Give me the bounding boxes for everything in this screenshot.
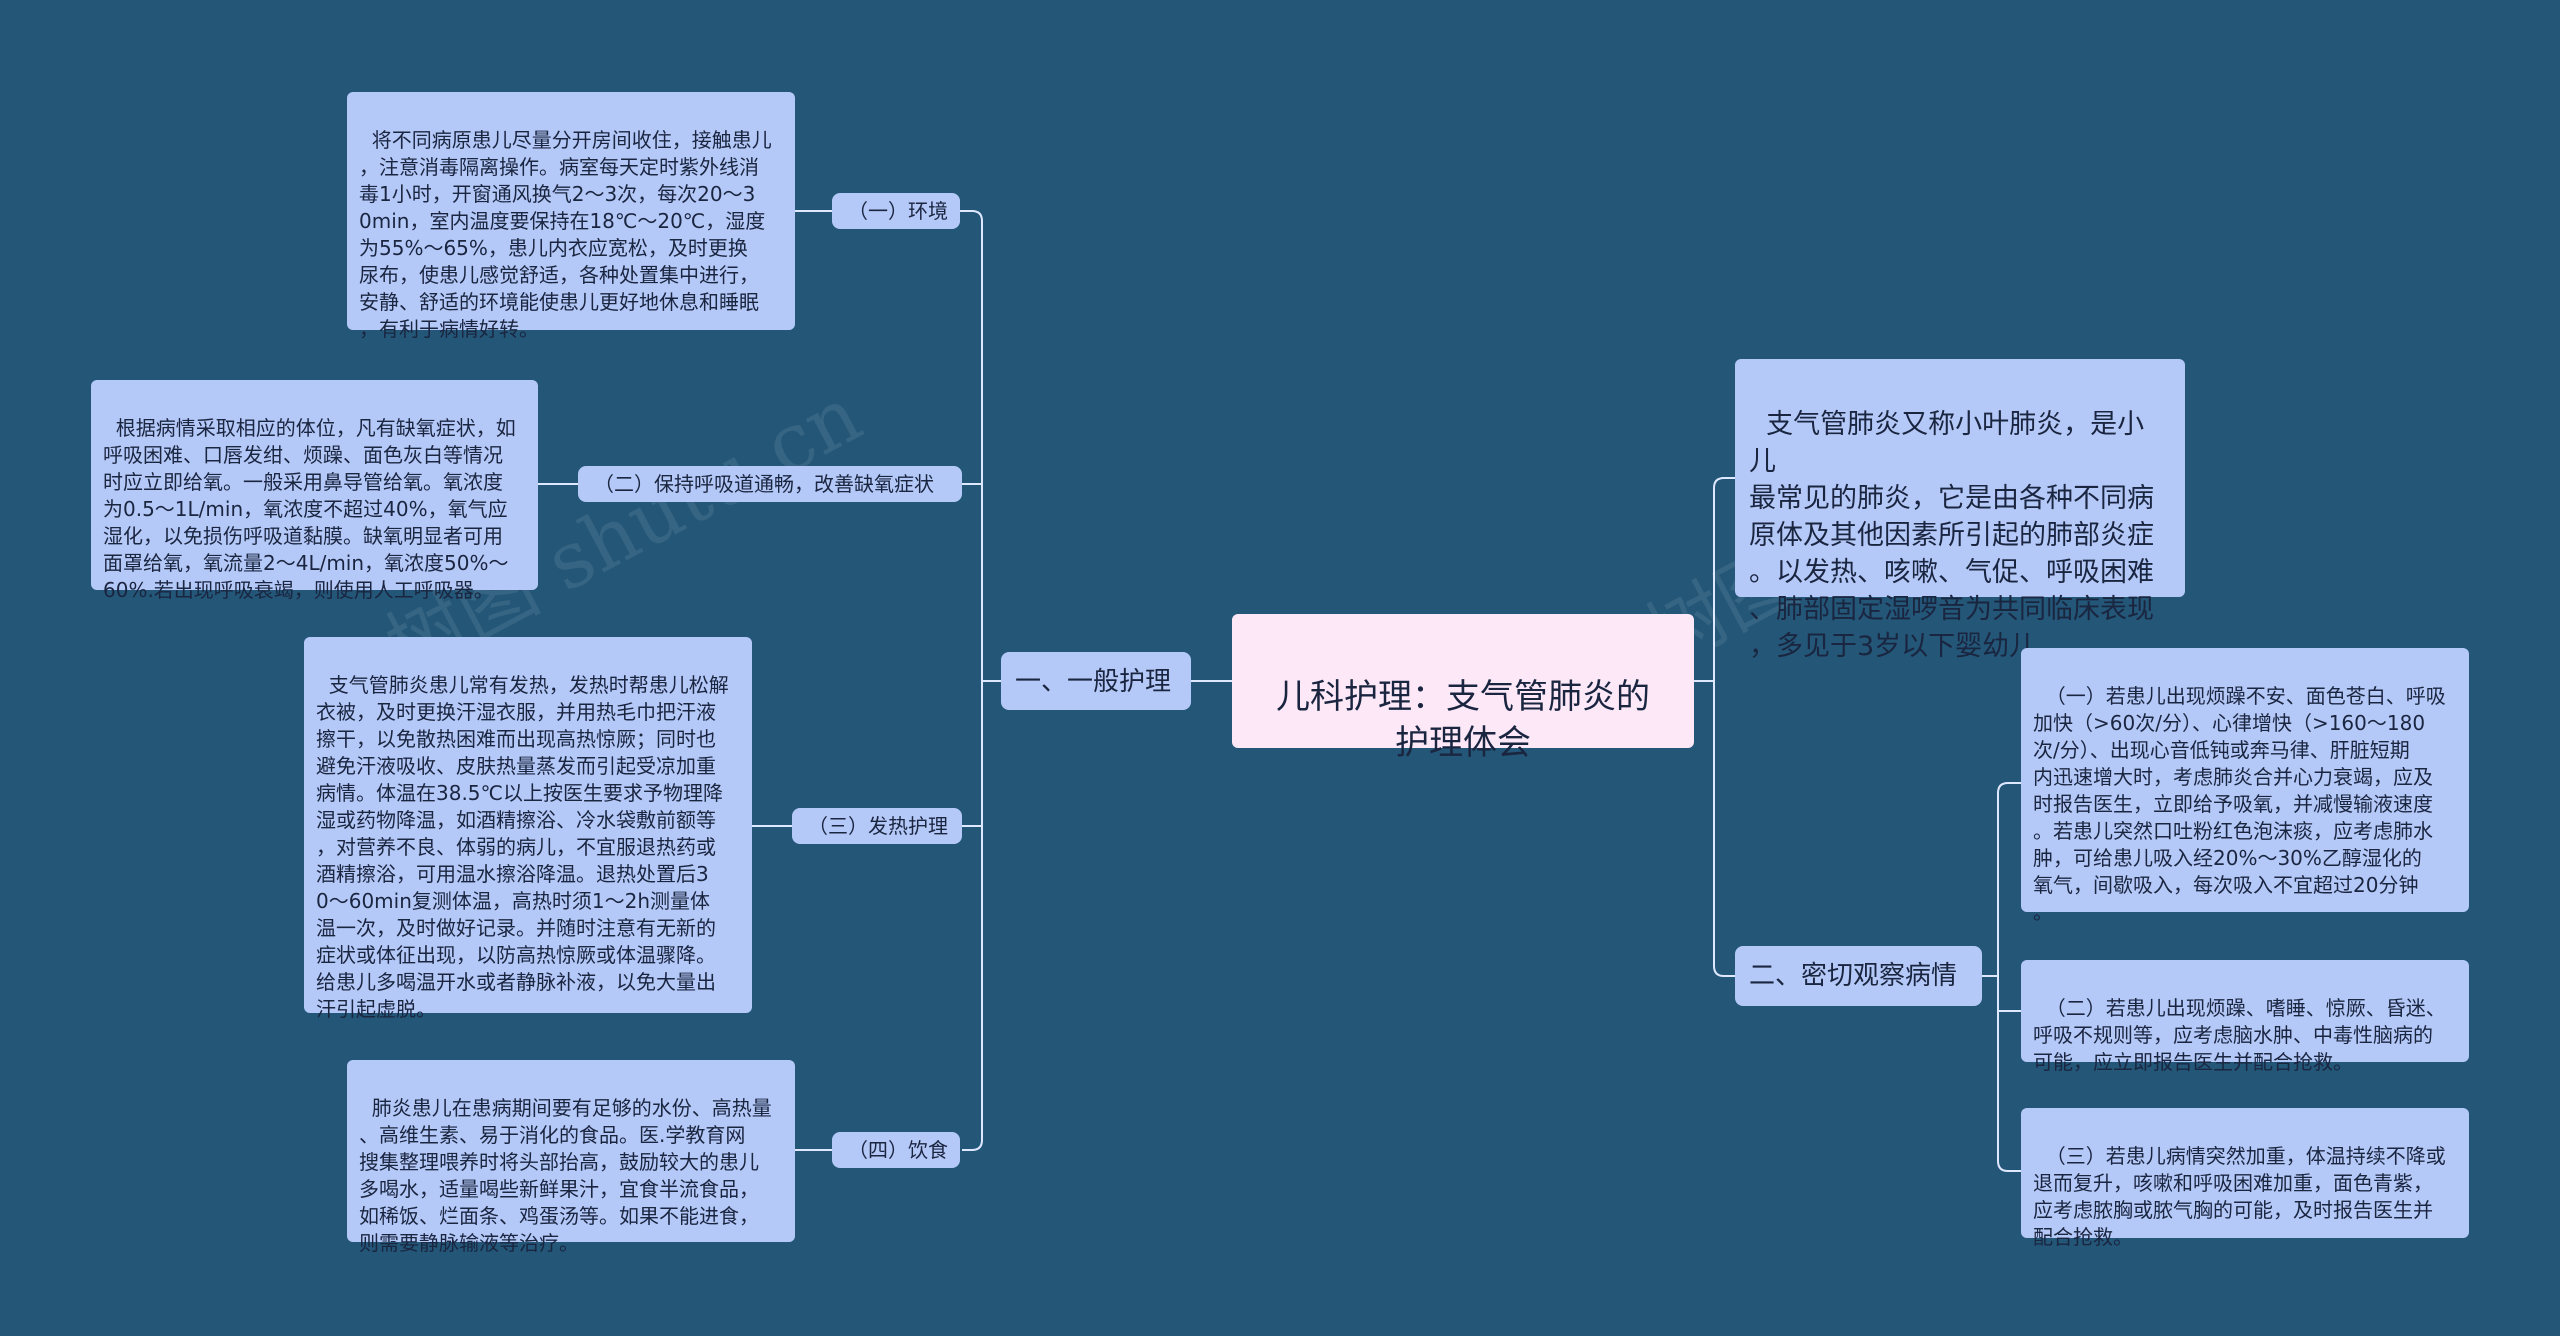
pill-fever-label: （三）发热护理	[808, 814, 948, 838]
pill-diet[interactable]: （四）饮食	[832, 1132, 960, 1168]
detail-heart-failure[interactable]: （一）若患儿出现烦躁不安、面色苍白、呼吸 加快（>60次/分）、心律增快（>16…	[2021, 648, 2469, 924]
detail-airway-text: 根据病情采取相应的体位，凡有缺氧症状，如 呼吸困难、口唇发绀、烦躁、面色灰白等情…	[103, 416, 516, 602]
pill-environment[interactable]: （一）环境	[832, 193, 960, 229]
detail-airway[interactable]: 根据病情采取相应的体位，凡有缺氧症状，如 呼吸困难、口唇发绀、烦躁、面色灰白等情…	[91, 380, 538, 602]
root-node[interactable]: 儿科护理：支气管肺炎的 护理体会	[1232, 614, 1694, 763]
detail-encephalopathy[interactable]: （二）若患儿出现烦躁、嗜睡、惊厥、昏迷、 呼吸不规则等，应考虑脑水肿、中毒性脑病…	[2021, 960, 2469, 1074]
pill-diet-label: （四）饮食	[848, 1138, 948, 1162]
pill-fever[interactable]: （三）发热护理	[792, 808, 962, 844]
branch-general-care-label: 一、一般护理	[1015, 667, 1172, 697]
link-branch1-spine	[971, 210, 1001, 1151]
branch-general-care[interactable]: 一、一般护理	[1001, 652, 1191, 710]
intro-node[interactable]: 支气管肺炎又称小叶肺炎，是小儿 最常见的肺炎，它是由各种不同病 原体及其他因素所…	[1735, 359, 2185, 662]
detail-empyema[interactable]: （三）若患儿病情突然加重，体温持续不降或 退而复升，咳嗽和呼吸困难加重，面色青紫…	[2021, 1108, 2469, 1249]
detail-diet[interactable]: 肺炎患儿在患病期间要有足够的水份、高热量 、高维生素、易于消化的食品。医.学教育…	[347, 1060, 795, 1255]
detail-encephalopathy-text: （二）若患儿出现烦躁、嗜睡、惊厥、昏迷、 呼吸不规则等，应考虑脑水肿、中毒性脑病…	[2033, 996, 2446, 1074]
detail-environment-text: 将不同病原患儿尽量分开房间收住，接触患儿 ，注意消毒隔离操作。病室每天定时紫外线…	[359, 128, 772, 341]
detail-empyema-text: （三）若患儿病情突然加重，体温持续不降或 退而复升，咳嗽和呼吸困难加重，面色青紫…	[2033, 1144, 2446, 1249]
detail-diet-text: 肺炎患儿在患病期间要有足够的水份、高热量 、高维生素、易于消化的食品。医.学教育…	[359, 1096, 772, 1255]
detail-environment[interactable]: 将不同病原患儿尽量分开房间收住，接触患儿 ，注意消毒隔离操作。病室每天定时紫外线…	[347, 92, 795, 341]
root-title: 儿科护理：支气管肺炎的 护理体会	[1276, 677, 1650, 763]
pill-airway[interactable]: （二）保持呼吸道通畅，改善缺氧症状	[578, 466, 962, 502]
intro-text: 支气管肺炎又称小叶肺炎，是小儿 最常见的肺炎，它是由各种不同病 原体及其他因素所…	[1749, 409, 2154, 662]
detail-heart-failure-text: （一）若患儿出现烦躁不安、面色苍白、呼吸 加快（>60次/分）、心律增快（>16…	[2033, 684, 2446, 924]
link-branch2-spine	[1982, 782, 2021, 1172]
detail-fever-text: 支气管肺炎患儿常有发热，发热时帮患儿松解 衣被，及时更换汗湿衣服，并用热毛巾把汗…	[316, 673, 729, 1021]
branch-observation-label: 二、密切观察病情	[1749, 961, 1958, 991]
pill-environment-label: （一）环境	[848, 199, 948, 223]
branch-observation[interactable]: 二、密切观察病情	[1735, 946, 1982, 1006]
detail-fever[interactable]: 支气管肺炎患儿常有发热，发热时帮患儿松解 衣被，及时更换汗湿衣服，并用热毛巾把汗…	[304, 637, 752, 1021]
pill-airway-label: （二）保持呼吸道通畅，改善缺氧症状	[594, 472, 934, 496]
link-root-right	[1694, 477, 1735, 977]
